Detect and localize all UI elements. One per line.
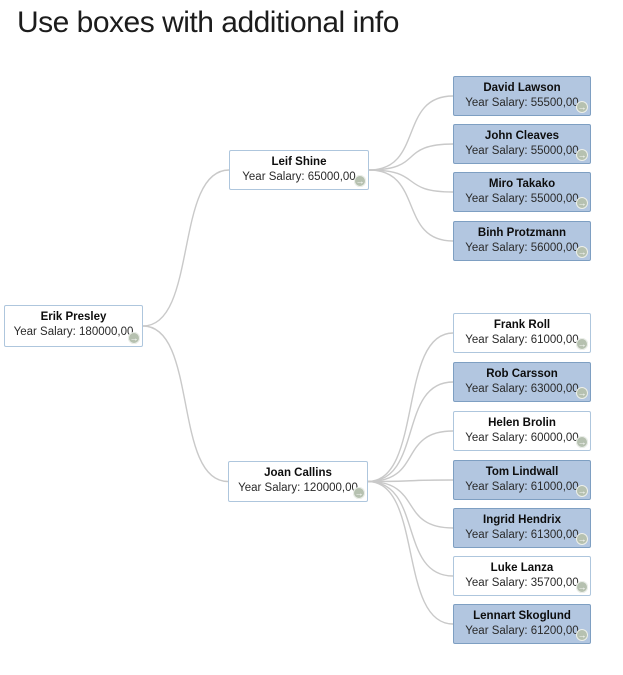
connector-leif-john — [368, 143, 454, 171]
connector-joan-tom — [367, 479, 454, 483]
node-salary-info: Year Salary: 65000,00 — [242, 171, 356, 183]
node-salary-info: Year Salary: 60000,00 — [465, 432, 579, 444]
connector-joan-helen — [367, 430, 454, 483]
expand-arrow-icon[interactable]: → — [576, 338, 588, 350]
connector-joan-rob — [367, 381, 454, 483]
node-salary-info: Year Salary: 35700,00 — [465, 577, 579, 589]
node-name: Erik Presley — [40, 311, 107, 323]
expand-arrow-icon[interactable]: → — [576, 149, 588, 161]
connector-leif-binh — [368, 169, 454, 242]
page-title: Use boxes with additional info — [17, 6, 399, 39]
expand-arrow-icon[interactable]: → — [576, 629, 588, 641]
node-salary-info: Year Salary: 61000,00 — [465, 481, 579, 493]
connector-erik-joan — [142, 325, 229, 483]
expand-arrow-icon[interactable]: → — [576, 387, 588, 399]
expand-arrow-icon[interactable]: → — [576, 485, 588, 497]
expand-arrow-icon[interactable]: → — [576, 246, 588, 258]
connector-joan-ingrid — [367, 480, 454, 529]
connector-leif-miro — [368, 169, 454, 193]
expand-arrow-icon[interactable]: → — [354, 175, 366, 187]
node-name: John Cleaves — [484, 130, 560, 142]
expand-arrow-icon[interactable]: → — [576, 581, 588, 593]
expand-arrow-icon[interactable]: → — [576, 101, 588, 113]
node-name: Luke Lanza — [490, 562, 554, 574]
node-name: David Lawson — [483, 82, 561, 94]
node-name: Helen Brolin — [488, 417, 556, 429]
connector-joan-lennart — [367, 480, 454, 625]
node-name: Frank Roll — [493, 319, 551, 331]
expand-arrow-icon[interactable]: → — [576, 436, 588, 448]
expand-arrow-icon[interactable]: → — [576, 197, 588, 209]
node-name: Miro Takako — [488, 178, 556, 190]
connector-leif-david — [368, 95, 454, 171]
node-name: Tom Lindwall — [485, 466, 559, 478]
node-name: Leif Shine — [271, 156, 327, 168]
node-salary-info: Year Salary: 61000,00 — [465, 334, 579, 346]
expand-arrow-icon[interactable]: → — [128, 332, 140, 344]
expand-arrow-icon[interactable]: → — [576, 533, 588, 545]
node-name: Binh Protzmann — [477, 227, 567, 239]
connector-erik-leif — [142, 169, 230, 327]
node-name: Ingrid Hendrix — [483, 514, 561, 526]
node-salary-info: Year Salary: 61300,00 — [465, 529, 579, 541]
expand-arrow-icon[interactable]: → — [353, 487, 365, 499]
node-salary-info: Year Salary: 55500,00 — [465, 97, 579, 109]
connector-joan-luke — [367, 480, 454, 577]
node-salary-info: Year Salary: 55000,00 — [465, 193, 579, 205]
node-salary-info: Year Salary: 63000,00 — [465, 383, 579, 395]
node-name: Joan Callins — [264, 467, 332, 479]
node-salary-info: Year Salary: 180000,00 — [13, 326, 134, 338]
node-salary-info: Year Salary: 120000,00 — [238, 482, 358, 494]
node-name: Lennart Skoglund — [473, 610, 571, 622]
node-salary-info: Year Salary: 61200,00 — [465, 625, 579, 637]
node-salary-info: Year Salary: 56000,00 — [465, 242, 579, 254]
node-salary-info: Year Salary: 55000,00 — [465, 145, 579, 157]
node-name: Rob Carsson — [486, 368, 558, 380]
connector-joan-frank — [367, 332, 454, 483]
